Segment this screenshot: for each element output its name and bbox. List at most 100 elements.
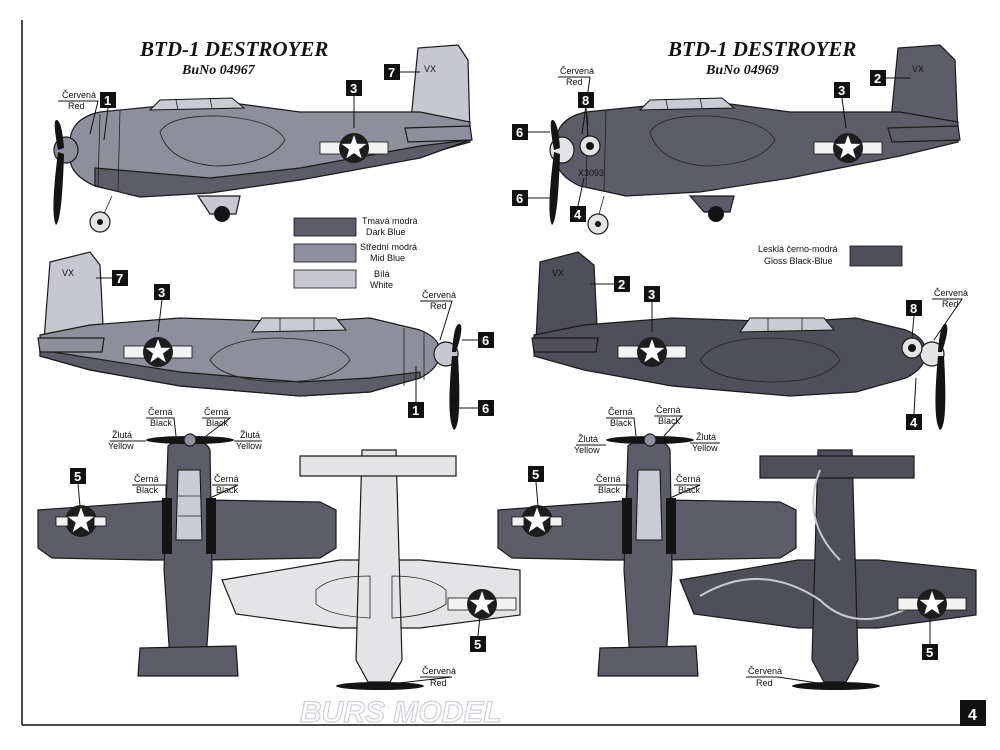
lbl-black-cz-8: Černá bbox=[676, 474, 701, 484]
swatch-mid-blue bbox=[293, 243, 357, 263]
marker-3-c bbox=[154, 284, 170, 300]
lbl-black-cz-7: Černá bbox=[596, 474, 621, 484]
lbl-black-en-2: Black bbox=[206, 418, 229, 428]
marker-1-b bbox=[408, 402, 424, 418]
lbl-black-en-7: Black bbox=[598, 485, 621, 495]
lbl-yellow-en-2: Yellow bbox=[236, 441, 262, 451]
color-legend-3tone: Tmavá modrá Dark Blue Střední modrá Mid … bbox=[293, 216, 418, 290]
lbl-black-cz-2: Černá bbox=[204, 407, 229, 417]
marker-5-c-num: 5 bbox=[532, 467, 539, 482]
wing-insignia-top-right bbox=[521, 505, 553, 537]
profile-left-04967: VX bbox=[53, 44, 473, 233]
marker-4-a-num: 4 bbox=[574, 207, 582, 222]
lbl-black-cz-4: Černá bbox=[214, 474, 239, 484]
marker-6-c bbox=[478, 332, 494, 348]
lbl-red-cz-3: Červená bbox=[422, 290, 456, 300]
marker-5-d bbox=[922, 644, 938, 660]
marker-5-a-num: 5 bbox=[74, 469, 81, 484]
marker-2-b-num: 2 bbox=[618, 277, 625, 292]
swatch-dark-blue-cz: Tmavá modrá bbox=[362, 216, 418, 226]
callout-labels: Červená Red Červená Red Červená Red Červ… bbox=[58, 66, 968, 688]
wing-insignia-top-left bbox=[65, 505, 97, 537]
marker-8-a-num: 8 bbox=[582, 93, 589, 108]
lbl-yellow-cz-1: Žlutá bbox=[112, 430, 132, 440]
buno-right: BuNo 04969 bbox=[705, 63, 779, 78]
lbl-red-cz-4: Červená bbox=[934, 288, 968, 298]
marker-3-b bbox=[834, 82, 850, 98]
swatch-gloss-black-blue bbox=[849, 245, 903, 267]
marker-6-b bbox=[512, 190, 528, 206]
swatch-dark-blue-en: Dark Blue bbox=[366, 227, 406, 237]
lbl-black-en-1: Black bbox=[150, 418, 173, 428]
marker-5-a bbox=[70, 468, 86, 484]
page-number: 4 bbox=[968, 707, 977, 724]
marker-7-b-num: 7 bbox=[116, 271, 123, 286]
marker-3-b-num: 3 bbox=[838, 83, 845, 98]
swatch-gloss-en: Gloss Black-Blue bbox=[764, 256, 833, 266]
swatch-white-en: White bbox=[370, 280, 393, 290]
bottom-view-left bbox=[221, 449, 521, 690]
bottom-view-right bbox=[679, 449, 977, 690]
marker-7-a bbox=[384, 64, 400, 80]
nose-code-right: X3093 bbox=[578, 168, 604, 178]
swatch-mid-blue-en: Mid Blue bbox=[370, 253, 405, 263]
lbl-black-cz-3: Černá bbox=[134, 474, 159, 484]
lbl-red-cz-2: Červená bbox=[560, 66, 594, 76]
lbl-red-cz-1: Červená bbox=[62, 90, 96, 100]
marker-5-d-num: 5 bbox=[926, 645, 933, 660]
swatch-white bbox=[293, 269, 357, 289]
top-view-left bbox=[37, 433, 337, 677]
lbl-yellow-en-4: Yellow bbox=[692, 443, 718, 453]
marker-3-a bbox=[346, 80, 362, 96]
buno-left: BuNo 04967 bbox=[181, 63, 256, 78]
title-right: BTD-1 DESTROYER bbox=[667, 37, 856, 61]
marker-5-c bbox=[528, 466, 544, 482]
marker-3-a-num: 3 bbox=[350, 81, 357, 96]
lbl-red-en-2: Red bbox=[566, 77, 583, 87]
marker-3-c-num: 3 bbox=[158, 285, 165, 300]
lbl-black-cz-1: Černá bbox=[148, 407, 173, 417]
marker-5-b bbox=[470, 636, 486, 652]
lbl-yellow-cz-3: Žlutá bbox=[578, 434, 598, 444]
marker-8-b bbox=[906, 300, 922, 316]
marker-8-b-num: 8 bbox=[910, 301, 917, 316]
tail-code-starboard: VX bbox=[62, 268, 74, 278]
marker-4-b bbox=[906, 414, 922, 430]
top-view-right bbox=[497, 433, 797, 677]
marker-4-b-num: 4 bbox=[910, 415, 918, 430]
marker-7-b bbox=[112, 270, 128, 286]
marker-2-b bbox=[614, 276, 630, 292]
tail-code-left: VX bbox=[424, 64, 436, 74]
page-number-box bbox=[960, 700, 986, 726]
swatch-mid-blue-cz: Střední modrá bbox=[360, 242, 417, 252]
lbl-red-en-3: Red bbox=[430, 301, 447, 311]
lbl-red-en-4: Red bbox=[942, 299, 959, 309]
watermark-text: BURS MODEL bbox=[300, 696, 502, 729]
title-left: BTD-1 DESTROYER bbox=[139, 37, 328, 61]
marker-6-b-num: 6 bbox=[516, 191, 523, 206]
marker-3-d bbox=[644, 286, 660, 302]
marker-6-c-num: 6 bbox=[482, 333, 489, 348]
lbl-red-cz-5: Červená bbox=[422, 666, 456, 676]
lbl-red-en-5: Red bbox=[430, 678, 447, 688]
marker-4-a bbox=[570, 206, 586, 222]
lbl-black-en-6: Black bbox=[658, 416, 681, 426]
marker-6-a bbox=[512, 124, 528, 140]
lbl-yellow-en-3: Yellow bbox=[574, 445, 600, 455]
lbl-red-cz-6: Červená bbox=[748, 666, 782, 676]
color-legend-gloss: Lesklá černo-modrá Gloss Black-Blue bbox=[758, 244, 903, 267]
marker-1-a-num: 1 bbox=[104, 93, 111, 108]
marker-6-d bbox=[478, 400, 494, 416]
profile-left-starboard: VX bbox=[37, 251, 462, 430]
lbl-red-en-6: Red bbox=[756, 678, 773, 688]
profile-right-starboard: VX bbox=[531, 251, 948, 430]
marker-6-a-num: 6 bbox=[516, 125, 523, 140]
swatch-white-cz: Bílá bbox=[374, 269, 390, 279]
marker-5-b-num: 5 bbox=[474, 637, 481, 652]
marker-1-b-num: 1 bbox=[412, 403, 419, 418]
marker-6-d-num: 6 bbox=[482, 401, 489, 416]
decal-markers: 1 3 7 2 3 8 6 6 4 7 3 6 bbox=[70, 64, 938, 660]
marker-7-a-num: 7 bbox=[388, 65, 395, 80]
lbl-yellow-cz-2: Žlutá bbox=[240, 430, 260, 440]
